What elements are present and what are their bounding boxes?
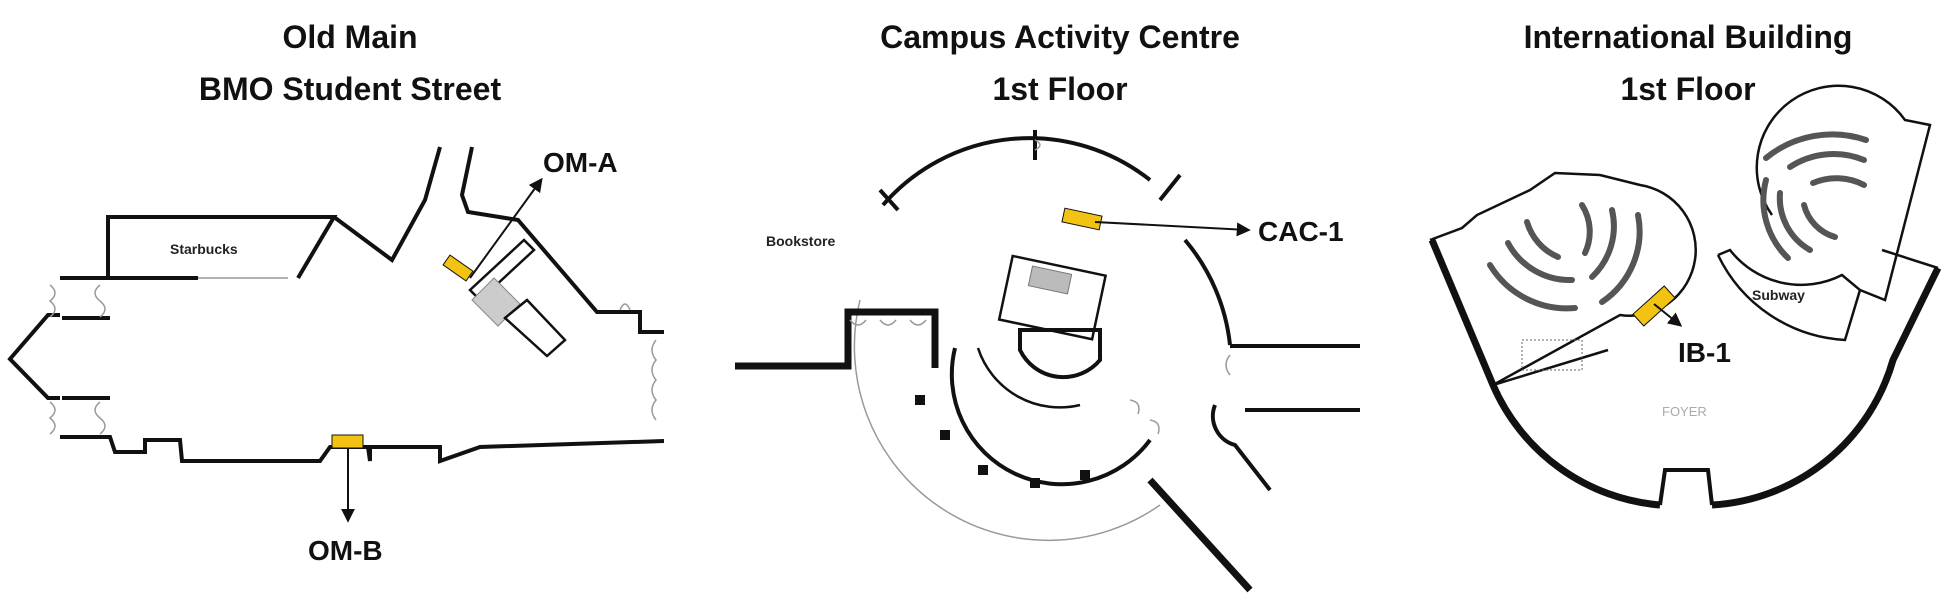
panel-subtitle: BMO Student Street <box>199 71 502 107</box>
om-a-marker <box>442 254 474 282</box>
old-main-panel: Old Main BMO Student Street Starbucks OM… <box>7 19 665 566</box>
room-label: Bookstore <box>766 233 835 249</box>
marker-label: CAC-1 <box>1258 216 1344 247</box>
panel-title: Old Main <box>282 19 417 55</box>
panel-subtitle: 1st Floor <box>1620 71 1755 107</box>
international-building-panel: International Building 1st Floor <box>1428 19 1942 509</box>
ib-1-marker <box>1632 285 1676 327</box>
om-b-marker <box>331 434 364 449</box>
panel-title: International Building <box>1524 19 1853 55</box>
marker-label: IB-1 <box>1678 337 1731 368</box>
room-label: FOYER <box>1662 404 1707 419</box>
panel-title: Campus Activity Centre <box>880 19 1240 55</box>
room-label: Subway <box>1752 287 1805 303</box>
cac-floorplan <box>735 130 1360 593</box>
cac-1-marker <box>1061 207 1103 231</box>
room-label: Starbucks <box>170 241 238 257</box>
panel-subtitle: 1st Floor <box>992 71 1127 107</box>
old-main-floorplan <box>7 146 665 523</box>
marker-label: OM-A <box>543 147 618 178</box>
ib-floorplan <box>1428 84 1942 509</box>
campus-activity-centre-panel: Campus Activity Centre 1st Floor <box>735 19 1360 593</box>
marker-label: OM-B <box>308 535 383 566</box>
